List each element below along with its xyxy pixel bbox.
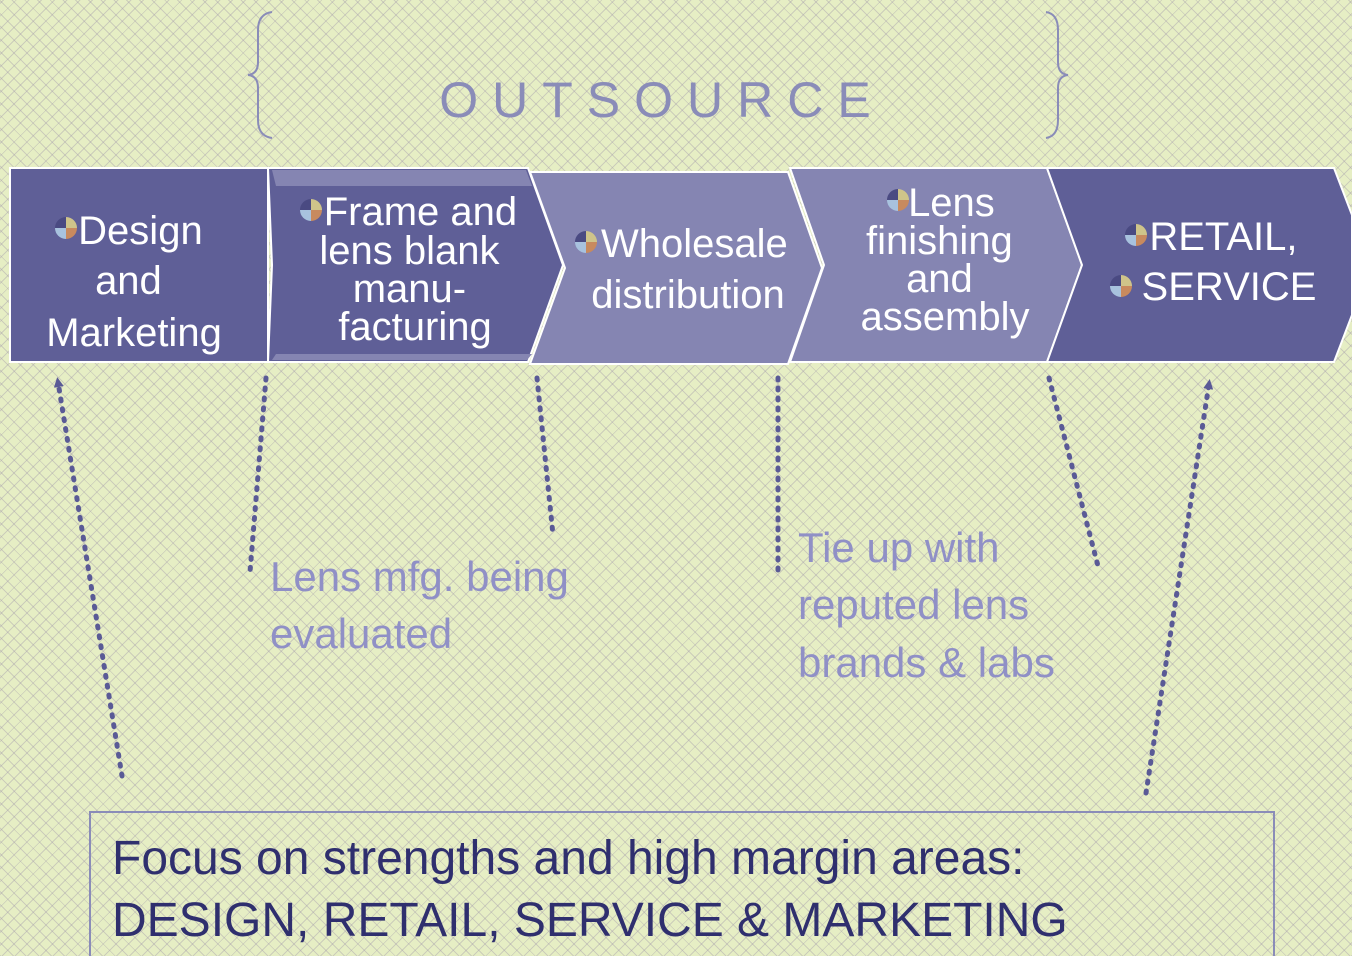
chain-box-lens-label: Lens finishing and assembly (861, 181, 1030, 339)
note-lens-mfg: Lens mfg. being evaluated (270, 553, 581, 657)
note-tie-up: Tie up with reputed lens brands & labs (798, 524, 1055, 686)
chain-box-frame-label: Frame and lens blank manu- facturing (319, 190, 528, 349)
chain-box-wholesale-shape (528, 171, 824, 365)
arrow-to-design (53, 377, 125, 779)
chain-box-wholesale-label: Wholesale distribution (591, 222, 799, 317)
outsource-title: OUTSOURCE (439, 72, 884, 128)
connector-frame-right (534, 375, 556, 538)
connector-frame-left (247, 375, 269, 575)
chain-box-frame-bottomband (272, 354, 532, 360)
chain-box-frame-topband (272, 170, 532, 186)
bullet-icon (1110, 275, 1132, 297)
bullet-icon (1125, 224, 1147, 246)
chain-box-frame-shape (266, 167, 565, 363)
bullet-icon (575, 231, 597, 253)
chain-box-retail-label: RETAIL, SERVICE (1142, 215, 1317, 309)
outsource-brace (247, 11, 1069, 139)
connector-lens-right (1046, 375, 1101, 569)
bullet-icon (300, 199, 322, 221)
chain-box-design-label: Design and Marketing (46, 209, 222, 355)
chain-box-retail-shape (1045, 167, 1352, 363)
focus-text: Focus on strengths and high margin areas… (112, 832, 1068, 947)
bullet-icon (887, 189, 909, 211)
arrow-to-retail (1143, 379, 1214, 796)
focus-box (89, 811, 1275, 956)
bullet-icon (55, 217, 77, 239)
